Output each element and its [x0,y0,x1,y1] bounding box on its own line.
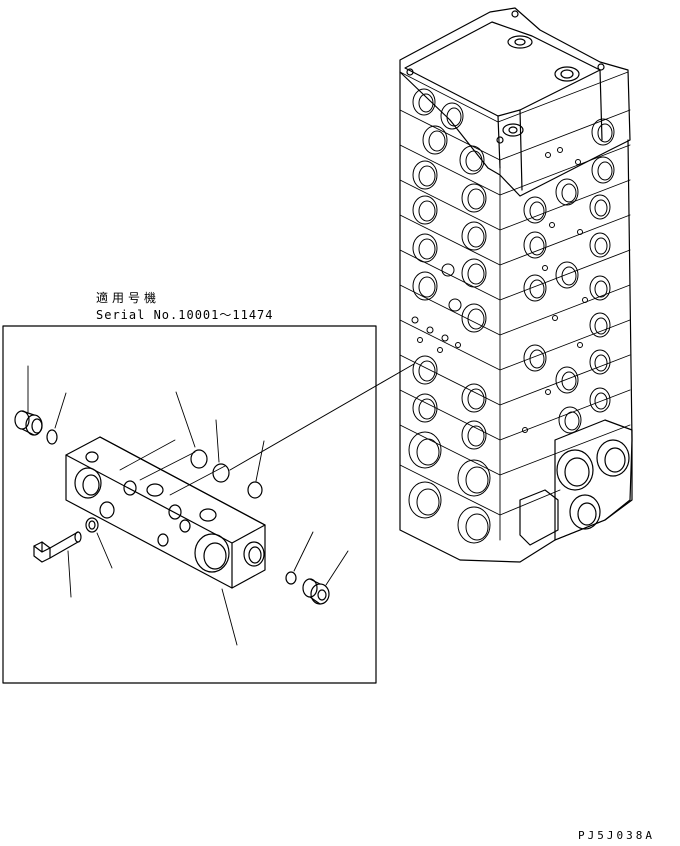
leader-line [229,363,415,471]
callout-lines [27,365,349,646]
washer [85,517,99,533]
o-ring-1 [190,449,208,469]
plug-left [14,410,43,436]
manifold-block [65,436,266,589]
detail-frame [2,325,377,684]
applicable-model-label: 適用号機 [96,291,161,305]
o-ring-right [285,571,297,585]
control-valve-assembly [399,7,633,563]
drawing-code: PJ5J038A [578,829,655,842]
o-ring-3 [247,481,263,499]
plug-right [302,578,330,605]
o-ring-left [46,429,58,445]
serial-number-label: Serial No.10001～11474 [96,308,274,322]
bolt [33,531,82,563]
o-ring-2 [212,463,230,483]
